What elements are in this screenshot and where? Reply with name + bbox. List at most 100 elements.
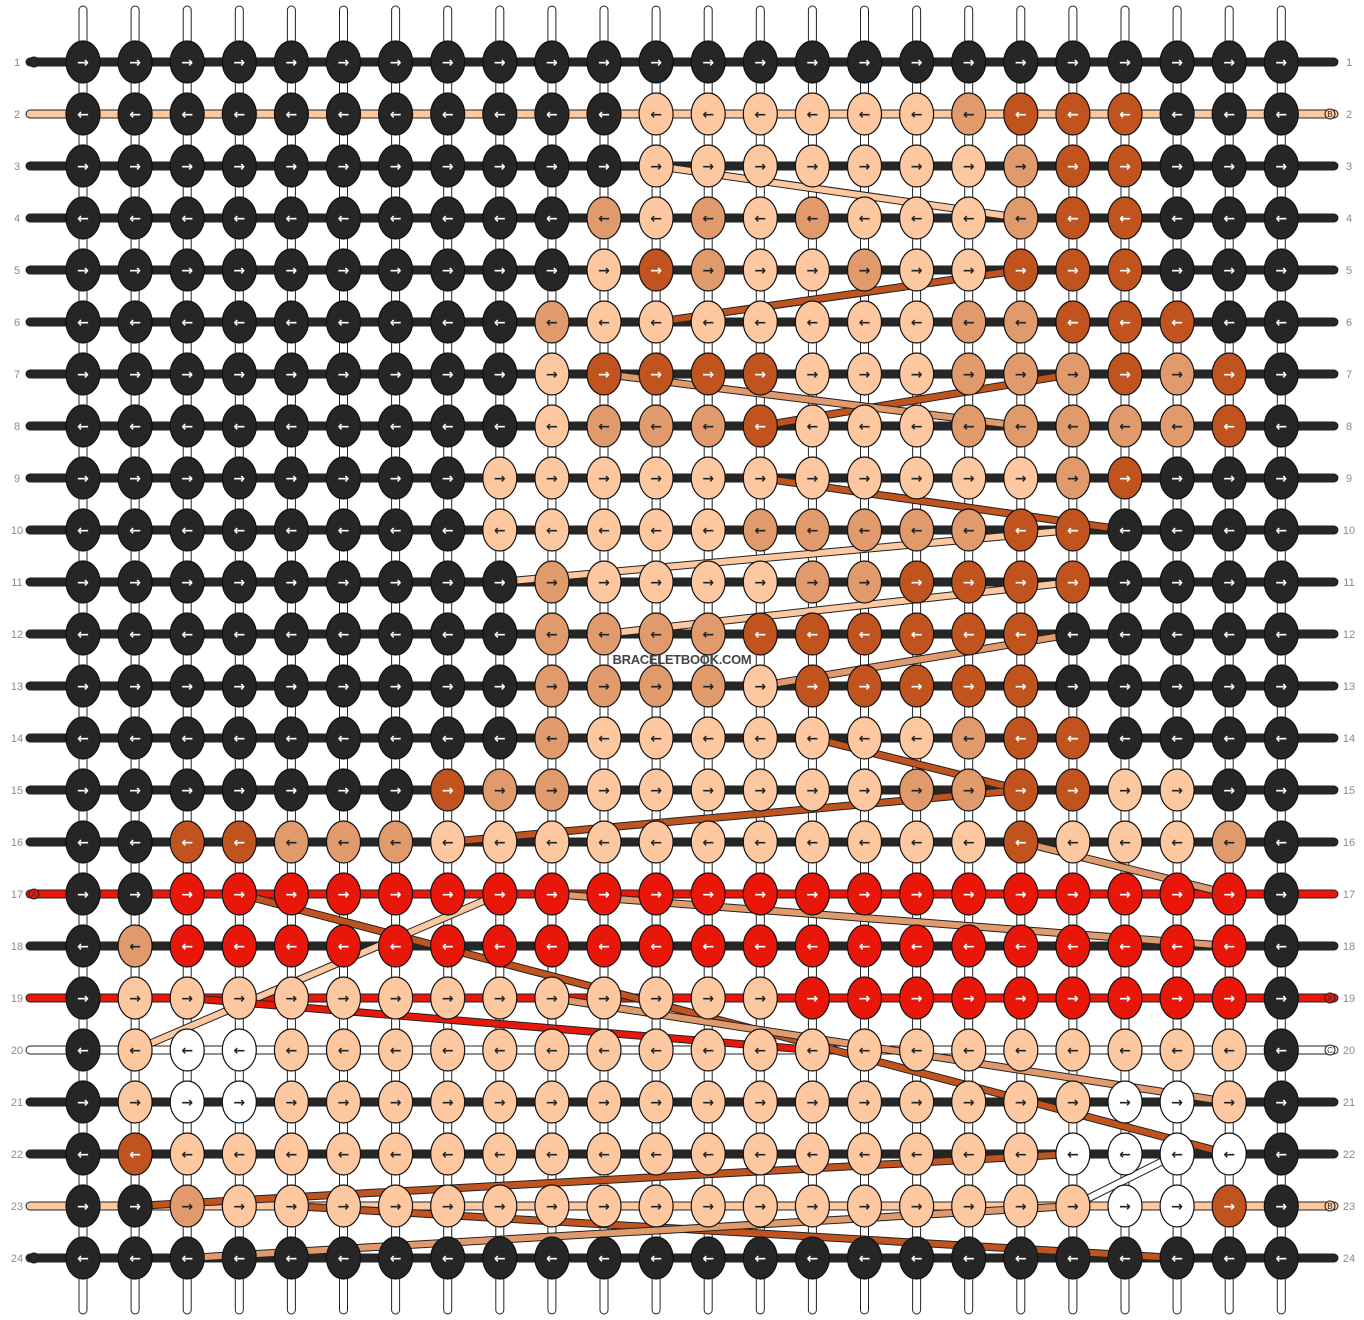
arrow-right-icon: → [702,1199,714,1215]
knot [482,664,518,708]
knot [586,924,622,968]
arrow-left-icon: ← [1015,731,1027,747]
knot [586,196,622,240]
arrow-left-icon: ← [754,107,766,123]
knot [325,768,362,812]
arrow-left-icon: ← [911,315,923,331]
knot [117,300,153,344]
knot [690,508,726,552]
arrow-left-icon: ← [650,107,662,123]
knot [1263,300,1299,344]
arrow-left-icon: ← [1015,1147,1027,1163]
arrow-left-icon: ← [1067,1043,1079,1059]
knot [794,1028,831,1072]
knot [1263,92,1299,136]
arrow-right-icon: → [494,1199,506,1215]
arrow-right-icon: → [1067,367,1079,383]
knot [378,248,414,292]
arrow-left-icon: ← [1275,939,1287,955]
knot [65,92,101,136]
knot [742,144,778,188]
knot [221,1132,257,1176]
knot [325,456,362,500]
knot [65,716,101,760]
arrow-left-icon: ← [442,731,454,747]
knot [586,976,622,1020]
knot [1211,768,1247,812]
knot [1107,820,1143,864]
arrow-left-icon: ← [390,315,402,331]
arrow-right-icon: → [181,887,193,903]
knot [638,1028,674,1072]
arrow-right-icon: → [1119,783,1131,799]
arrow-right-icon: → [233,783,245,799]
arrow-left-icon: ← [1171,211,1183,227]
arrow-left-icon: ← [1015,939,1027,955]
arrow-left-icon: ← [181,1251,193,1267]
arrow-right-icon: → [338,783,350,799]
arrow-right-icon: → [546,55,558,71]
knot [1159,300,1195,344]
knot [1211,40,1247,84]
arrow-right-icon: → [286,991,298,1007]
knot [169,1184,205,1228]
arrow-left-icon: ← [233,939,245,955]
knot [742,352,778,396]
knot [1107,352,1143,396]
arrow-left-icon: ← [1275,523,1287,539]
arrow-right-icon: → [754,887,766,903]
knot [690,352,726,396]
arrow-left-icon: ← [494,627,506,643]
knot [898,768,935,812]
row-number-left: 11 [11,577,22,589]
knot [586,664,622,708]
knot [951,456,987,500]
row-number-right: 17 [1343,889,1355,901]
knot [846,768,883,812]
knot [1055,248,1091,292]
arrow-left-icon: ← [338,211,350,227]
knot [1003,144,1039,188]
knot [951,716,987,760]
arrow-left-icon: ← [233,1251,245,1267]
knot [378,300,414,344]
knot [169,924,205,968]
knot [690,924,726,968]
arrow-left-icon: ← [494,731,506,747]
arrow-right-icon: → [390,471,402,487]
arrow-right-icon: → [1223,55,1235,71]
knot [65,664,101,708]
knot [1211,456,1247,500]
arrow-right-icon: → [963,1199,975,1215]
arrow-left-icon: ← [181,315,193,331]
arrow-right-icon: → [1067,575,1079,591]
arrow-right-icon: → [338,887,350,903]
knot [638,40,674,84]
knot [534,664,570,708]
knot [534,144,570,188]
knot [273,144,309,188]
arrow-left-icon: ← [442,523,454,539]
arrow-right-icon: → [77,1095,89,1111]
knot [169,456,205,500]
knot [325,1236,362,1280]
arrow-right-icon: → [181,159,193,175]
knot [951,768,987,812]
row-number-right: 8 [1346,421,1352,433]
knot [1003,1028,1039,1072]
knot [1107,924,1143,968]
knot [117,508,153,552]
arrow-right-icon: → [754,575,766,591]
arrow-right-icon: → [963,367,975,383]
knot [794,300,831,344]
arrow-right-icon: → [650,367,662,383]
knot [1003,92,1039,136]
knot [794,976,831,1020]
knot [1003,716,1039,760]
arrow-right-icon: → [129,367,141,383]
arrow-left-icon: ← [650,939,662,955]
arrow-left-icon: ← [963,731,975,747]
arrow-right-icon: → [77,575,89,591]
arrow-left-icon: ← [129,1043,141,1059]
arrow-right-icon: → [650,1199,662,1215]
